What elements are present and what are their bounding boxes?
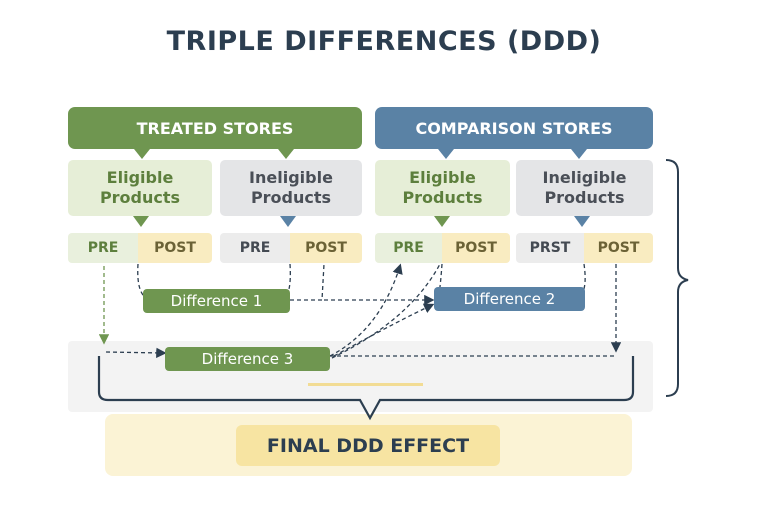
difference-3-curve-c (333, 303, 435, 357)
difference-2-label: Difference 2 (434, 287, 585, 311)
difference-2-connector (437, 263, 443, 300)
treated-eligible-pre: PRE (68, 233, 138, 263)
treated-ineligible-post: POST (290, 233, 362, 263)
comparison-ineligible-post: POST (584, 233, 653, 263)
comparison-ineligible-down-pointer (574, 216, 590, 227)
comparison-stores-header: COMPARISON STORES (375, 107, 653, 149)
highlight-bar (308, 383, 423, 386)
difference-1-label: Difference 1 (143, 289, 290, 313)
page-title: TRIPLE DIFFERENCES (DDD) (166, 26, 602, 57)
comparison-ineligible-pre: PRST (516, 233, 584, 263)
difference-3-curve-a (329, 263, 403, 357)
treated-ineligible-products: Ineligible Products (220, 160, 362, 216)
comparison-eligible-pointer (438, 149, 454, 159)
treated-eligible-post: POST (138, 233, 212, 263)
treated-ineligible-pointer (278, 149, 294, 159)
treated-ineligible-down-pointer (280, 216, 296, 227)
comparison-eligible-post: POST (442, 233, 510, 263)
difference-1-to-2-arrow (290, 263, 432, 300)
comparison-eligible-down-pointer (434, 216, 450, 227)
treated-ineligible-pre: PRE (220, 233, 290, 263)
comparison-eligible-products: Eligible Products (375, 160, 510, 216)
treated-stores-header: TREATED STORES (68, 107, 362, 149)
treated-eligible-down-pointer (133, 216, 149, 227)
difference-2-connector-right (577, 263, 586, 299)
right-brace (665, 159, 689, 397)
treated-eligible-pointer (134, 149, 150, 159)
treated-eligible-products: Eligible Products (68, 160, 212, 216)
bottom-bracket (97, 356, 635, 421)
difference-3-label: Difference 3 (165, 347, 330, 371)
difference-3-curve-b (331, 263, 441, 359)
comparison-eligible-pre: PRE (375, 233, 442, 263)
difference-3-feed (105, 347, 167, 359)
comparison-ineligible-products: Ineligible Products (516, 160, 653, 216)
comparison-ineligible-pointer (571, 149, 587, 159)
final-ddd-effect: FINAL DDD EFFECT (236, 425, 500, 466)
